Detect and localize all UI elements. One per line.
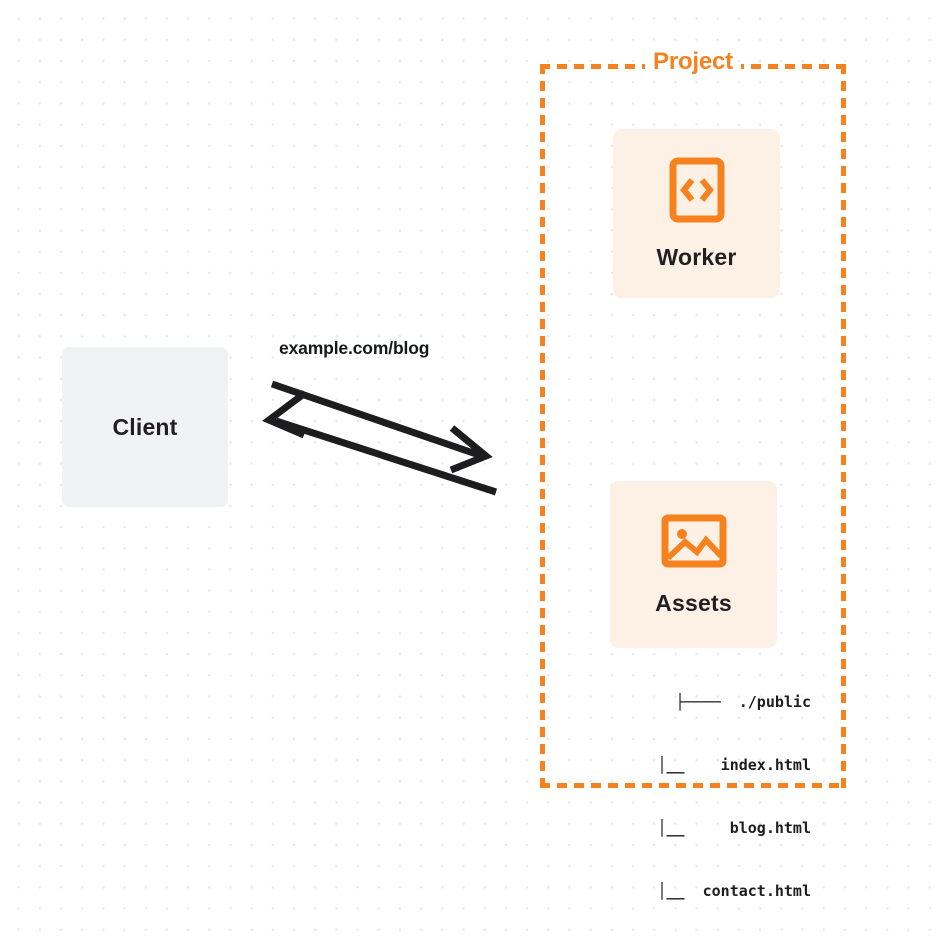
worker-card[interactable]: Worker (613, 129, 780, 298)
project-border-right (841, 64, 846, 788)
project-border-top-right (741, 64, 846, 69)
assets-card[interactable]: Assets (610, 481, 777, 648)
connection-url-label: example.com/blog (279, 338, 430, 358)
project-title: Project (648, 48, 738, 76)
worker-label: Worker (656, 243, 737, 270)
project-border-bottom (540, 783, 846, 788)
client-node[interactable]: Client (62, 347, 228, 507)
project-container: Project Worker Assets ├──── ./public │__… (540, 48, 846, 900)
arrow-right-icon (270, 380, 493, 474)
image-picture-icon (661, 513, 727, 574)
tree-row: │__ blog.html (630, 819, 811, 837)
tree-row: │__ contact.html (630, 882, 811, 900)
client-label: Client (112, 413, 178, 440)
asset-file-tree: ├──── ./public │__ index.html │__ blog.h… (566, 650, 811, 944)
code-brackets-icon (669, 157, 725, 228)
arrow-left-icon (262, 390, 498, 496)
tree-row: │__ index.html (630, 756, 811, 774)
project-border-top-left (540, 64, 645, 69)
project-border-left (540, 64, 545, 788)
tree-row: ├──── ./public (675, 693, 811, 711)
assets-label: Assets (655, 589, 732, 616)
